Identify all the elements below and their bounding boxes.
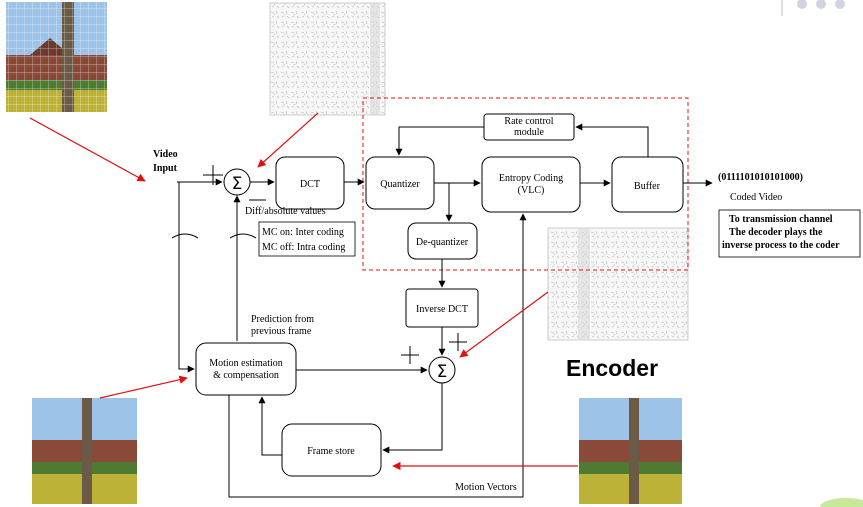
difference-image-right	[547, 227, 689, 341]
reconstruction-summation-node: Σ	[428, 356, 456, 384]
corner-accent	[820, 498, 863, 507]
dct-block: DCT	[275, 156, 345, 210]
svg-text:MC off: Intra coding: MC off: Intra coding	[262, 242, 345, 253]
svg-text:inverse process to the coder: inverse process to the coder	[722, 240, 840, 251]
corner-dot	[835, 0, 845, 9]
svg-text:The decoder plays the: The decoder plays the	[729, 227, 823, 238]
svg-text:De-quantizer: De-quantizer	[416, 237, 469, 248]
svg-text:Rate control: Rate control	[504, 116, 553, 127]
prediction-label: Prediction from	[251, 314, 314, 325]
svg-text:Entropy Coding: Entropy Coding	[499, 173, 563, 184]
svg-text:Motion estimation: Motion estimation	[209, 358, 283, 369]
corner-dot	[816, 0, 826, 9]
photo-bottom-right	[579, 398, 682, 504]
encoder-title: Encoder	[566, 355, 658, 381]
difference-image-top	[269, 2, 386, 116]
buffer-block: Buffer	[611, 156, 684, 213]
svg-text:& compensation: & compensation	[213, 370, 279, 381]
transmission-note: To transmission channel The decoder play…	[718, 209, 861, 258]
video-input-label: Input	[153, 163, 178, 174]
motion-estimation-block: Motion estimation & compensation	[195, 342, 297, 396]
svg-text:DCT: DCT	[300, 179, 320, 190]
svg-text:Quantizer: Quantizer	[380, 179, 420, 190]
frame-store-block: Frame store	[281, 423, 382, 477]
bitstream-label: (0111101010101000)	[718, 172, 803, 183]
svg-text:module: module	[514, 127, 545, 138]
video-input-label: Video	[153, 149, 178, 160]
svg-text:Buffer: Buffer	[634, 181, 661, 192]
plus-sign	[449, 333, 467, 351]
diff-values-label: Diff/absolute values	[245, 206, 326, 217]
inverse-dct-block: Inverse DCT	[405, 288, 479, 328]
svg-text:Σ: Σ	[232, 174, 243, 194]
signal-connectors	[171, 123, 713, 498]
rate-control-block: Rate control module	[483, 113, 575, 141]
photo-top-left	[6, 2, 107, 112]
mc-mode-box: MC on: Inter coding MC off: Intra coding	[258, 221, 356, 257]
motion-vectors-label: Motion Vectors	[455, 482, 517, 493]
quantization-loop-region	[362, 97, 689, 271]
svg-text:To transmission channel: To transmission channel	[729, 214, 833, 225]
svg-text:(VLC): (VLC)	[518, 185, 545, 196]
dequantizer-block: De-quantizer	[407, 222, 478, 260]
plus-sign	[401, 346, 419, 364]
input-summation-node: Σ	[223, 168, 251, 196]
svg-text:MC on: Inter coding: MC on: Inter coding	[262, 227, 344, 238]
red-pointer-arrows	[29, 112, 578, 471]
coded-video-label: Coded Video	[730, 192, 782, 203]
svg-text:Σ: Σ	[437, 362, 448, 382]
photo-bottom-left	[32, 398, 137, 504]
svg-text:Frame store: Frame store	[307, 446, 355, 457]
prediction-label: previous frame	[251, 326, 312, 337]
entropy-coding-block: Entropy Coding (VLC)	[481, 156, 581, 213]
quantizer-block: Quantizer	[365, 156, 435, 210]
corner-dot	[797, 0, 807, 9]
svg-text:Inverse DCT: Inverse DCT	[416, 304, 468, 315]
